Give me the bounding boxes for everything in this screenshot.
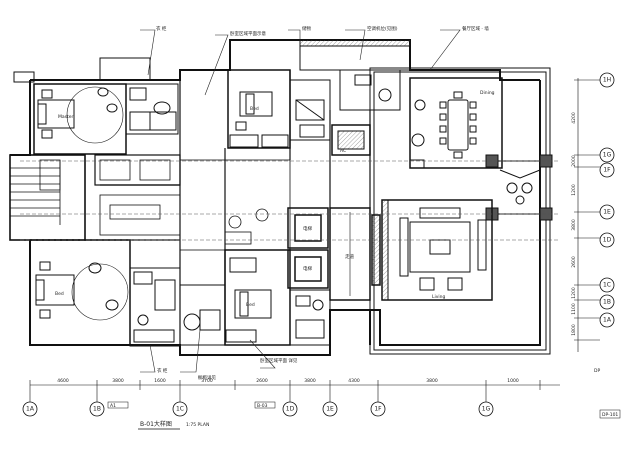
tag-box-2 — [254, 401, 276, 409]
master-bedroom — [33, 83, 179, 155]
elevator-1: 电梯 — [303, 225, 312, 232]
callout-1: 衣 柜 — [156, 25, 167, 32]
axis-r-8: 1A — [603, 317, 612, 324]
dim-right — [574, 78, 600, 352]
drawing-title: B-01大样图 — [140, 420, 172, 428]
room-label-bed-center: Bed — [250, 106, 259, 112]
axis-r-3: 1F — [603, 167, 611, 174]
bedroom-center-top — [227, 69, 331, 149]
corridor-label: 走道 — [345, 253, 354, 260]
sheet-tag-box — [599, 409, 621, 419]
dim-b-5: 2600 — [256, 378, 268, 384]
axis-b-4: 1D — [286, 406, 295, 413]
balcony-top-left — [13, 57, 151, 83]
grid-dashes — [20, 160, 560, 241]
callout-7: 卧室区域平面 详见 — [260, 357, 298, 364]
dim-right-labels: 4200 2000 1200 3800 2600 1200 1100 1800 — [571, 112, 577, 336]
axis-b-5: 1E — [326, 406, 334, 413]
dim-r-2: 2000 — [571, 155, 577, 167]
callout-6: 衣 柜 — [157, 367, 168, 374]
dim-bottom — [29, 380, 560, 402]
dim-r-1: 4200 — [571, 112, 577, 124]
axis-r-7: 1B — [603, 299, 611, 306]
room-label-master: Master — [58, 114, 74, 120]
dim-b-4: 3700 — [201, 378, 213, 384]
misc-ac: AC — [340, 148, 346, 154]
room-label-dining: Dining — [480, 90, 495, 96]
callout-3: 储物 — [302, 25, 311, 32]
axis-r-4: 1E — [603, 209, 611, 216]
dim-r-6: 1200 — [571, 287, 577, 299]
service-top — [299, 39, 411, 156]
dim-r-7: 1100 — [571, 303, 577, 315]
drawing-scale: 1:75 PLAN — [186, 422, 209, 428]
sheet-tag: DP-101 — [602, 412, 618, 418]
axis-b-6: 1F — [374, 406, 382, 413]
axis-b-1: 1A — [26, 406, 35, 413]
dim-b-3: 1600 — [154, 378, 166, 384]
bottom-tag-1: A1 — [110, 403, 116, 409]
stair-core — [9, 154, 86, 241]
callout-4: 空调机位(见图) — [367, 25, 398, 32]
axis-r-5: 1D — [603, 237, 612, 244]
partitions — [85, 70, 371, 345]
dim-b-8: 3800 — [426, 378, 438, 384]
living-room — [381, 199, 493, 301]
dim-b-1: 4600 — [57, 378, 69, 384]
dim-r-4: 3800 — [571, 219, 577, 231]
room-label-bed-bm: Bed — [246, 302, 255, 308]
bay-window — [485, 154, 553, 221]
callout-5: 餐厅区域 · 墙 — [462, 25, 489, 32]
bedroom-bottom-left — [29, 239, 181, 347]
dim-b-2: 3800 — [112, 378, 124, 384]
dim-b-6: 3800 — [304, 378, 316, 384]
callout-leaders — [140, 29, 461, 373]
axis-r-1: 1H — [603, 77, 611, 84]
callout-2: 卧室区域平面示意 — [230, 30, 266, 37]
room-label-living: Living — [432, 294, 446, 300]
center-lounge — [94, 154, 291, 251]
elevator-2: 电梯 — [303, 265, 312, 272]
bottom-tag-2: B-03 — [257, 403, 268, 409]
axis-b-3: 1C — [176, 406, 184, 413]
axis-b-2: 1B — [93, 406, 101, 413]
bedroom-bottom-mid — [179, 249, 331, 346]
dim-r-8: 1800 — [571, 324, 577, 336]
room-label-bed-bl: Bed — [55, 291, 64, 297]
dim-b-9: 1000 — [507, 378, 519, 384]
tag-box-1 — [107, 401, 129, 409]
axis-bottom — [22, 401, 494, 417]
elevator-core — [287, 207, 381, 301]
dim-b-7: 4300 — [348, 378, 360, 384]
callout-8: 橱柜详见 — [198, 374, 216, 381]
axis-right — [599, 72, 615, 328]
dining-room — [409, 77, 503, 169]
axis-b-7: 1G — [482, 406, 491, 413]
top-sheet-note: DP — [594, 368, 600, 374]
axis-r-2: 1G — [603, 152, 612, 159]
dim-r-3: 1200 — [571, 184, 577, 196]
dim-r-5: 2600 — [571, 256, 577, 268]
axis-r-6: 1C — [603, 282, 611, 289]
